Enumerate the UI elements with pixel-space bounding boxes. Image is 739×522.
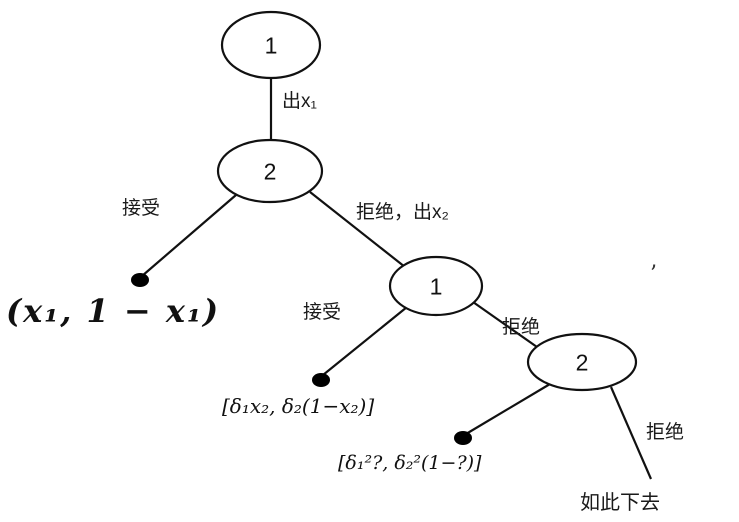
stray-mark: ’: [650, 262, 657, 287]
payoff-accept-third: [δ₁²?, δ₂²(1−?)]: [338, 452, 482, 474]
node-player1-root-ellipse: [220, 10, 322, 80]
node-player1-second-ellipse: [388, 255, 484, 317]
node-player2-second-ellipse: [526, 332, 638, 392]
edge-label-offer-x1: 出x₁: [282, 91, 317, 112]
edge-reject-2-line: [472, 301, 538, 348]
node-player2-label: 2: [263, 158, 277, 185]
edge-label-reject-offer-x2: 拒绝，出x₂: [356, 202, 449, 223]
edge-label-reject-2: 拒绝: [502, 317, 541, 338]
node-player1-root-label: 1: [264, 32, 278, 59]
node-player2-second-label: 2: [575, 349, 589, 376]
terminal-dot-1: [131, 273, 149, 287]
edge-accept-1-line: [141, 194, 237, 277]
payoff-accept-first: (x₁, 1 − x₁): [6, 292, 221, 330]
node-player1-second-label: 1: [429, 273, 443, 300]
terminal-dot-2: [312, 373, 330, 387]
payoff-accept-second: [δ₁x₂, δ₂(1−x₂)]: [222, 394, 375, 418]
terminal-dot-3: [454, 431, 472, 445]
edge-accept-3-line: [465, 383, 551, 435]
edge-accept-2-line: [322, 306, 408, 376]
continuation-label: 如此下去: [580, 492, 660, 514]
edge-label-accept-2: 接受: [303, 302, 342, 323]
edge-reject-offer-x2-line: [309, 191, 406, 268]
edge-label-reject-3: 拒绝: [646, 422, 685, 443]
edge-reject-3-line: [609, 386, 653, 480]
edge-label-accept-1: 接受: [122, 198, 161, 219]
node-player2-ellipse: [216, 138, 324, 204]
